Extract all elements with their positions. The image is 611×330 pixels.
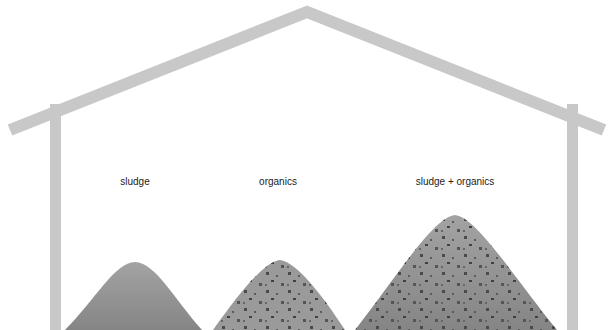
organics-texture bbox=[213, 260, 345, 330]
mixed-pile bbox=[355, 215, 557, 330]
pile-label: sludge + organics bbox=[416, 176, 495, 187]
pile-label: organics bbox=[259, 176, 297, 187]
left-wall bbox=[50, 104, 61, 330]
pile-label: sludge bbox=[120, 176, 149, 187]
right-wall bbox=[567, 104, 578, 330]
mixed-texture bbox=[355, 215, 557, 330]
organics-pile bbox=[213, 260, 345, 330]
sludge-pile bbox=[65, 262, 202, 330]
roof bbox=[10, 12, 604, 130]
